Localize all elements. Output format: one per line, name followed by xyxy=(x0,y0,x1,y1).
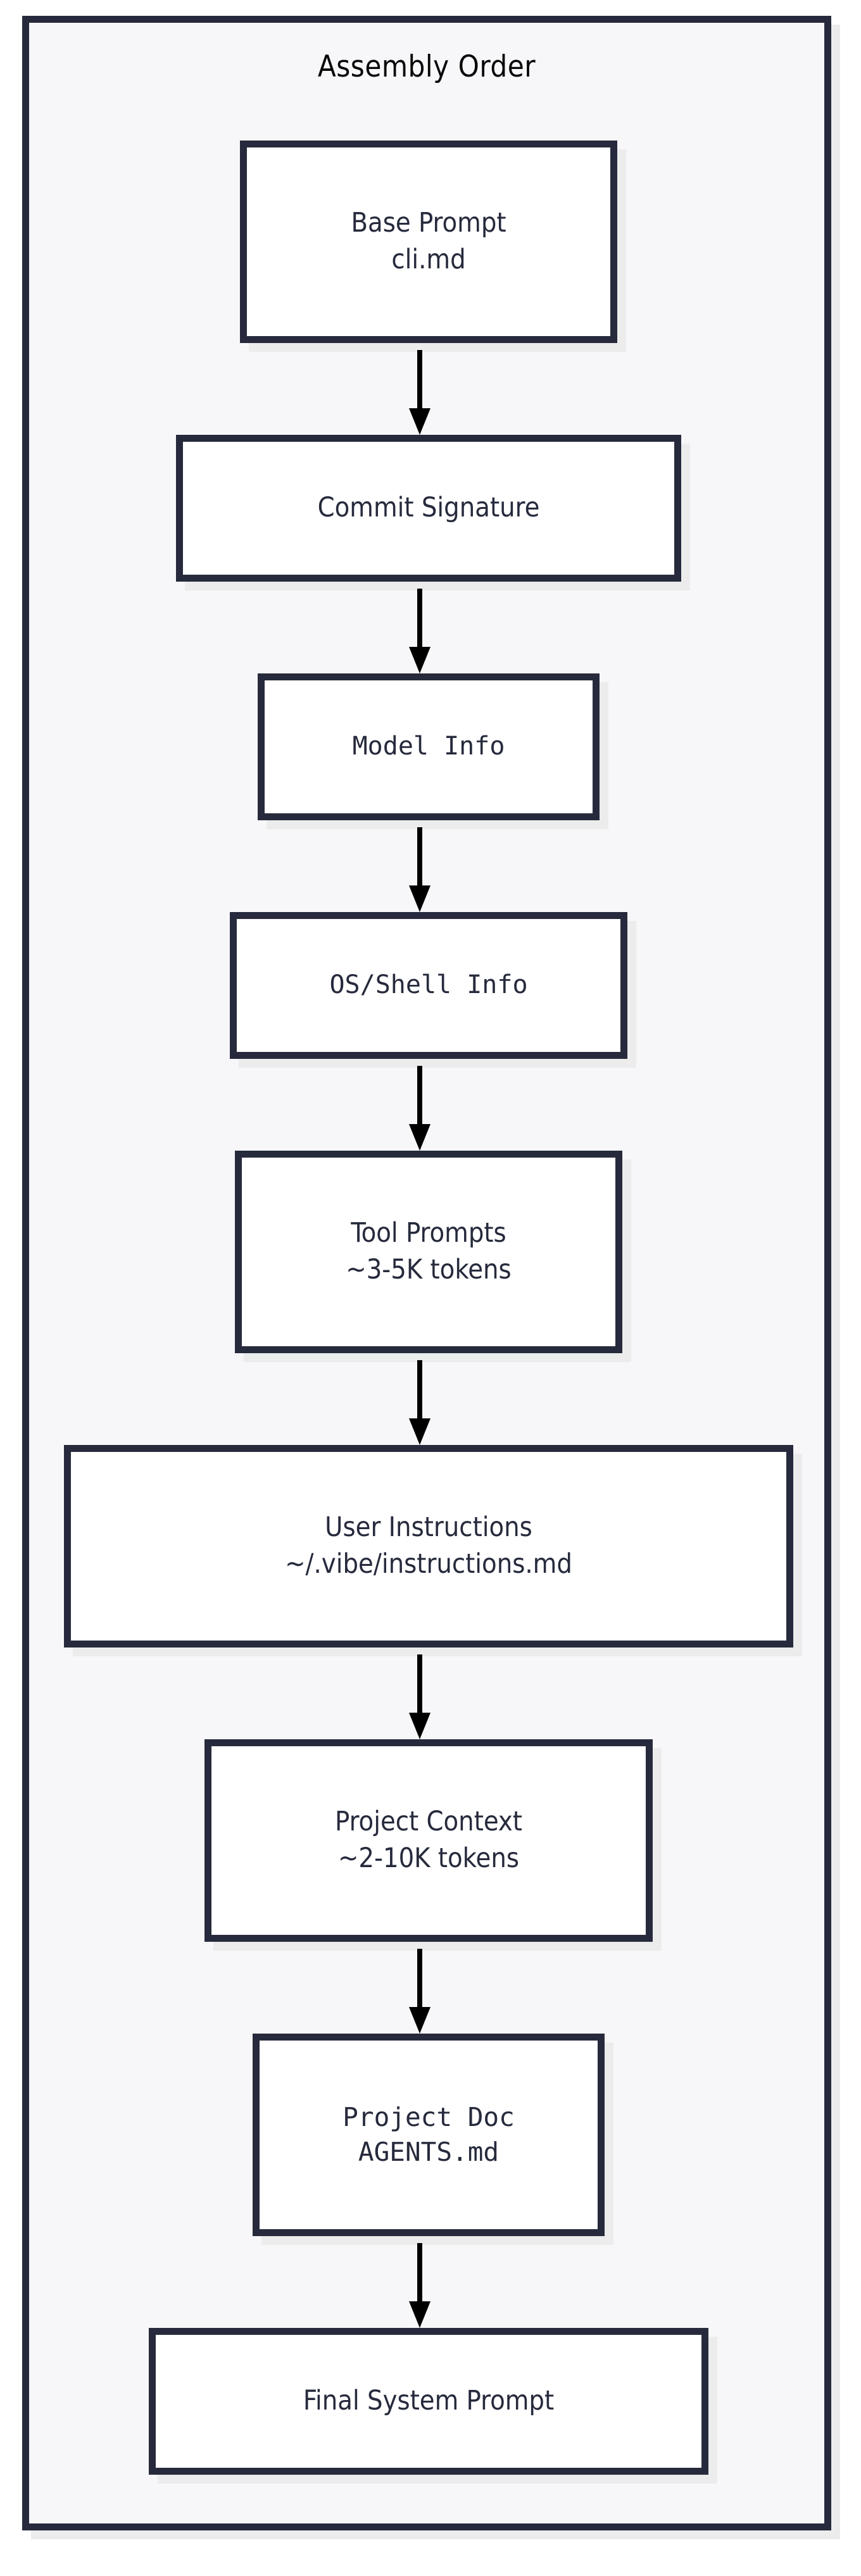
node-project-doc-line1: Project Doc xyxy=(343,2102,515,2133)
node-base-prompt-line1: Base Prompt xyxy=(351,207,506,239)
arrow-os-shell-info-to-tool-prompts xyxy=(409,1066,430,1151)
node-project-context-line2: ~2-10K tokens xyxy=(337,1842,520,1874)
arrow-base-prompt-to-commit-signature xyxy=(409,350,430,435)
node-final-system-prompt-line1: Final System Prompt xyxy=(303,2385,555,2417)
arrow-user-instructions-to-project-context xyxy=(409,1654,430,1739)
node-model-info[interactable]: Model Info xyxy=(258,673,600,820)
node-os-shell-info[interactable]: OS/Shell Info xyxy=(230,912,627,1059)
node-commit-signature[interactable]: Commit Signature xyxy=(176,435,681,582)
node-tool-prompts-line1: Tool Prompts xyxy=(351,1217,506,1249)
node-user-instructions[interactable]: User Instructions ~/.vibe/instructions.m… xyxy=(64,1445,793,1648)
arrow-commit-signature-to-model-info xyxy=(409,589,430,673)
arrow-tool-prompts-to-user-instructions xyxy=(409,1360,430,1445)
node-project-context[interactable]: Project Context ~2-10K tokens xyxy=(204,1739,653,1942)
arrow-model-info-to-os-shell-info xyxy=(409,827,430,912)
arrow-project-context-to-project-doc xyxy=(409,1949,430,2034)
node-user-instructions-line1: User Instructions xyxy=(325,1511,532,1544)
node-tool-prompts-line2: ~3-5K tokens xyxy=(346,1254,512,1285)
node-tool-prompts[interactable]: Tool Prompts ~3-5K tokens xyxy=(235,1151,622,1353)
node-project-context-line1: Project Context xyxy=(335,1806,522,1838)
node-model-info-line1: Model Info xyxy=(352,732,505,761)
node-project-doc[interactable]: Project Doc AGENTS.md xyxy=(253,2034,605,2236)
node-project-doc-line2: AGENTS.md xyxy=(358,2137,500,2167)
node-base-prompt-line2: cli.md xyxy=(391,244,466,275)
diagram-title: Assembly Order xyxy=(317,49,536,84)
node-user-instructions-line2: ~/.vibe/instructions.md xyxy=(285,1548,572,1580)
node-os-shell-info-line1: OS/Shell Info xyxy=(329,970,528,1000)
node-final-system-prompt[interactable]: Final System Prompt xyxy=(149,2328,708,2475)
node-base-prompt[interactable]: Base Prompt cli.md xyxy=(240,141,617,343)
arrow-project-doc-to-final-system-prompt xyxy=(409,2243,430,2328)
node-commit-signature-line1: Commit Signature xyxy=(317,492,540,524)
